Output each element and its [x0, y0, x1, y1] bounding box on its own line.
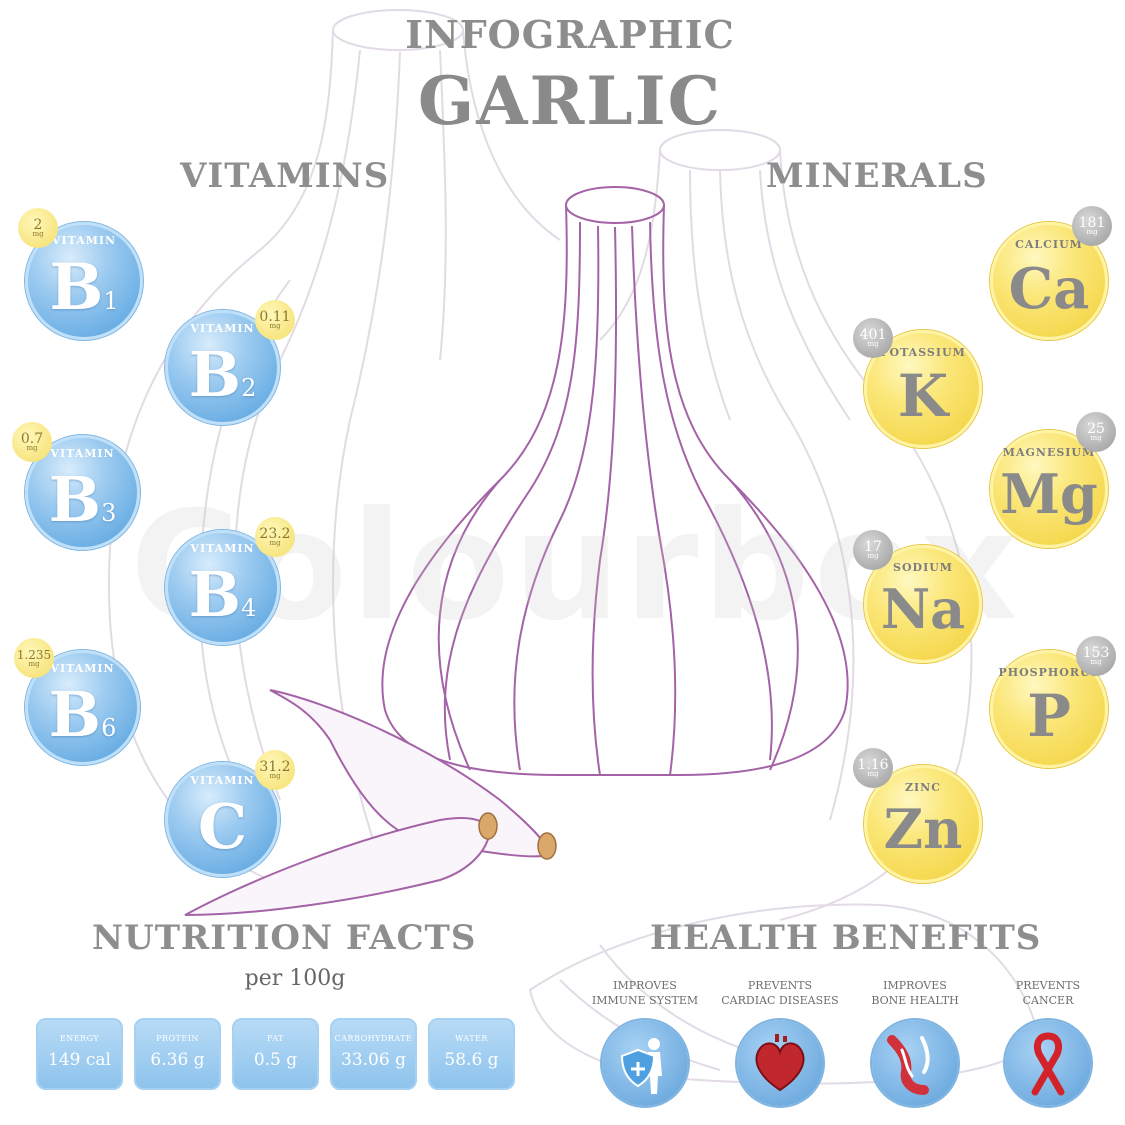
nutrition-carbohydrate-card: CARBOHYDRATE 33.06 g [330, 1018, 417, 1090]
heart-icon [737, 1020, 823, 1106]
vitamin-b6-ball: VITAMIN B6 [25, 650, 140, 765]
mineral-symbol: Ca [1008, 256, 1090, 322]
mineral-label: SODIUM [893, 561, 953, 574]
mineral-symbol: Na [880, 577, 966, 641]
nutrition-value: 0.5 g [253, 1050, 298, 1070]
nutrition-label: WATER [455, 1034, 488, 1043]
nutrition-label: CARBOHYDRATE [334, 1034, 413, 1043]
nutrition-label: PROTEIN [156, 1034, 199, 1043]
nutrition-energy-card: ENERGY 149 cal [36, 1018, 123, 1090]
vitamin-subscript: 2 [241, 374, 257, 402]
vitamin-letter: B [188, 558, 242, 631]
awareness-ribbon-icon [1005, 1020, 1091, 1106]
vitamin-subscript: 3 [101, 499, 117, 527]
infographic-kicker: INFOGRAPHIC [405, 12, 735, 57]
nutrition-value: 149 cal [48, 1050, 111, 1070]
minerals-heading: MINERALS [766, 156, 988, 196]
vitamin-label: VITAMIN [51, 234, 117, 247]
mineral-symbol: Mg [1000, 462, 1098, 526]
health-heading: HEALTH BENEFITS [650, 918, 1042, 958]
mineral-label: PHOSPHORUS [998, 666, 1100, 679]
mineral-sodium-ball: SODIUM Na [864, 545, 982, 663]
page-title: GARLIC [417, 62, 723, 140]
vitamin-subscript: 6 [101, 714, 117, 742]
mineral-label: MAGNESIUM [1002, 446, 1096, 459]
nutrition-fat-card: FAT 0.5 g [232, 1018, 319, 1090]
vitamin-label: VITAMIN [190, 322, 255, 335]
vitamin-b3-ball: VITAMIN B3 [25, 435, 140, 550]
vitamin-label: VITAMIN [190, 774, 255, 787]
mineral-symbol: Zn [883, 797, 963, 861]
vitamin-label: VITAMIN [190, 542, 255, 555]
bone-joint-icon [872, 1020, 958, 1106]
per-100g-label: per 100g [244, 966, 346, 991]
nutrition-water-card: WATER 58.6 g [428, 1018, 515, 1090]
nutrition-label: ENERGY [59, 1034, 100, 1043]
mineral-label: POTASSIUM [880, 346, 966, 359]
vitamin-letter: B [188, 338, 242, 411]
vitamins-heading: VITAMINS [180, 156, 390, 196]
nutrition-heading: NUTRITION FACTS [92, 918, 477, 958]
vitamin-letter: C [197, 790, 248, 863]
mineral-symbol: P [1027, 682, 1071, 750]
mineral-label: ZINC [905, 781, 941, 794]
vitamin-letter: B [49, 250, 104, 325]
nutrition-value: 33.06 g [341, 1050, 406, 1070]
nutrition-protein-card: PROTEIN 6.36 g [134, 1018, 221, 1090]
vitamin-label: VITAMIN [50, 662, 115, 675]
mineral-symbol: K [897, 362, 949, 430]
vitamin-letter: B [48, 678, 102, 751]
nutrition-label: FAT [266, 1034, 285, 1043]
vitamin-c-ball: VITAMIN C [165, 762, 280, 877]
mineral-label: CALCIUM [1015, 238, 1083, 251]
mineral-phosphorus-ball: PHOSPHORUS P [990, 650, 1108, 768]
vitamin-label: VITAMIN [50, 447, 115, 460]
shield-person-icon [602, 1020, 688, 1106]
nutrition-value: 6.36 g [150, 1050, 205, 1070]
nutrition-value: 58.6 g [444, 1050, 499, 1070]
vitamin-subscript: 1 [103, 287, 119, 315]
vitamin-subscript: 4 [241, 594, 257, 622]
vitamin-letter: B [48, 463, 102, 536]
